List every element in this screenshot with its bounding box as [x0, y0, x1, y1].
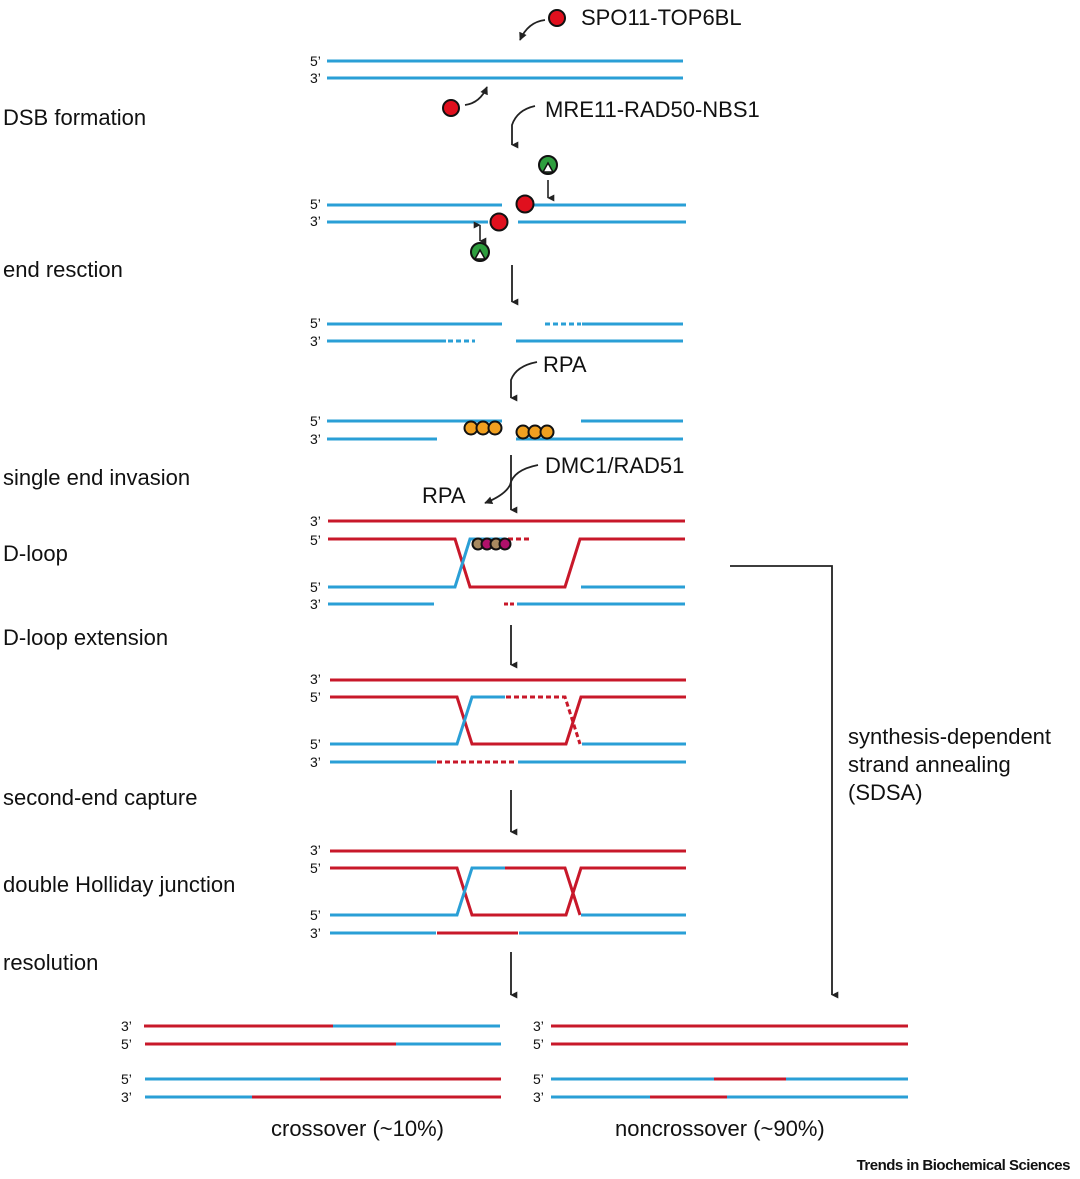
stage-label-double-holliday-junction: double Holliday junction [3, 872, 235, 897]
journal-credit: Trends in Biochemical Sciences [857, 1157, 1071, 1174]
step-d-loop: 3’ 5’ 5’ 3’ [310, 513, 685, 669]
outcome-crossover: 3’ 5’ 5’ 3’ crossover (~10%) [121, 1018, 501, 1141]
sdsa-label-line2: strand annealing [848, 752, 1011, 777]
end-label-3: 3’ [310, 70, 321, 86]
end-label-3: 3’ [310, 754, 321, 770]
end-label-5: 5’ [533, 1036, 544, 1052]
end-label-3: 3’ [310, 596, 321, 612]
end-label-5: 5’ [310, 907, 321, 923]
end-label-5: 5’ [533, 1071, 544, 1087]
end-label-5: 5’ [121, 1036, 132, 1052]
end-label-5: 5’ [310, 579, 321, 595]
spo11-bound-icon [489, 212, 509, 232]
spo11-bound-icon [515, 194, 535, 214]
spo11-released-icon [442, 99, 460, 117]
step-rpa-coated: 5’ 3’ DMC1/RAD51 RPA [310, 413, 684, 514]
end-label-3: 3’ [121, 1089, 132, 1105]
sdsa-label-line3: (SDSA) [848, 780, 923, 805]
spo11-label: SPO11-TOP6BL [581, 5, 742, 30]
end-label-3: 3’ [310, 513, 321, 529]
end-label-3: 3’ [310, 925, 321, 941]
end-label-3: 3’ [310, 842, 321, 858]
end-label-5: 5’ [310, 196, 321, 212]
step-d-loop-extension: 3’ 5’ 5’ 3’ [310, 671, 686, 836]
spo11-release-arrow [464, 86, 488, 106]
step-arrow-3 [510, 361, 538, 402]
new-synthesis-dashed [506, 695, 582, 745]
step-dsb: 5’ 3’ [310, 155, 686, 306]
step-intact-dna: SPO11-TOP6BL 5’ 3’ MRE11-RAD50-NBS1 [310, 5, 760, 149]
step-arrow-1 [511, 105, 536, 149]
stage-label-second-end-capture: second-end capture [3, 785, 197, 810]
stage-label-single-end-invasion: single end invasion [3, 465, 190, 490]
rpa-cluster-icon [463, 420, 503, 436]
crossover-label: crossover (~10%) [271, 1116, 444, 1141]
spo11-protein-icon [548, 9, 566, 27]
end-label-5: 5’ [121, 1071, 132, 1087]
homolog-strand-displaced [330, 695, 686, 746]
end-label-5: 5’ [310, 736, 321, 752]
homolog-strand-displaced [328, 537, 685, 589]
sdsa-arrow [730, 565, 839, 999]
spo11-binding-arrow [519, 19, 546, 41]
rpa-release-arrow [484, 464, 539, 505]
noncrossover-label: noncrossover (~90%) [615, 1116, 825, 1141]
end-label-3: 3’ [533, 1089, 544, 1105]
end-label-3: 3’ [310, 333, 321, 349]
ligated-strand [505, 866, 582, 916]
end-label-5: 5’ [310, 53, 321, 69]
end-label-3: 3’ [121, 1018, 132, 1034]
end-label-3: 3’ [310, 671, 321, 687]
stage-label-d-loop-extension: D-loop extension [3, 625, 168, 650]
stage-label-d-loop: D-loop [3, 541, 68, 566]
sdsa-pathway: synthesis-dependent strand annealing (SD… [730, 565, 1051, 999]
step-resected: 5’ 3’ RPA [310, 315, 683, 402]
end-label-5: 5’ [310, 532, 321, 548]
rpa-release-label: RPA [422, 483, 466, 508]
homolog-strand [330, 866, 686, 917]
outcome-noncrossover: 3’ 5’ 5’ 3’ noncrossover (~90%) [533, 1018, 908, 1141]
stage-label-end-resection: end resction [3, 257, 123, 282]
rpa-label: RPA [543, 352, 587, 377]
invading-strand [330, 695, 505, 746]
end-label-5: 5’ [310, 860, 321, 876]
mre11-complex-icon [470, 242, 490, 262]
dmc1-label: DMC1/RAD51 [545, 453, 684, 478]
end-label-3: 3’ [310, 431, 321, 447]
end-label-5: 5’ [310, 689, 321, 705]
rpa-cluster-icon [515, 424, 555, 440]
end-label-5: 5’ [310, 315, 321, 331]
step-double-holliday-junction: 3’ 5’ 5’ 3’ [310, 842, 686, 999]
dmc1-rad51-filament-icon [471, 537, 512, 551]
end-label-3: 3’ [310, 213, 321, 229]
invading-strand [330, 866, 505, 917]
mre11-label: MRE11-RAD50-NBS1 [545, 97, 760, 122]
end-label-3: 3’ [533, 1018, 544, 1034]
stage-label-dsb-formation: DSB formation [3, 105, 146, 130]
mre11-complex-icon [538, 155, 558, 175]
stage-label-resolution: resolution [3, 950, 98, 975]
sdsa-label-line1: synthesis-dependent [848, 724, 1051, 749]
end-label-5: 5’ [310, 413, 321, 429]
